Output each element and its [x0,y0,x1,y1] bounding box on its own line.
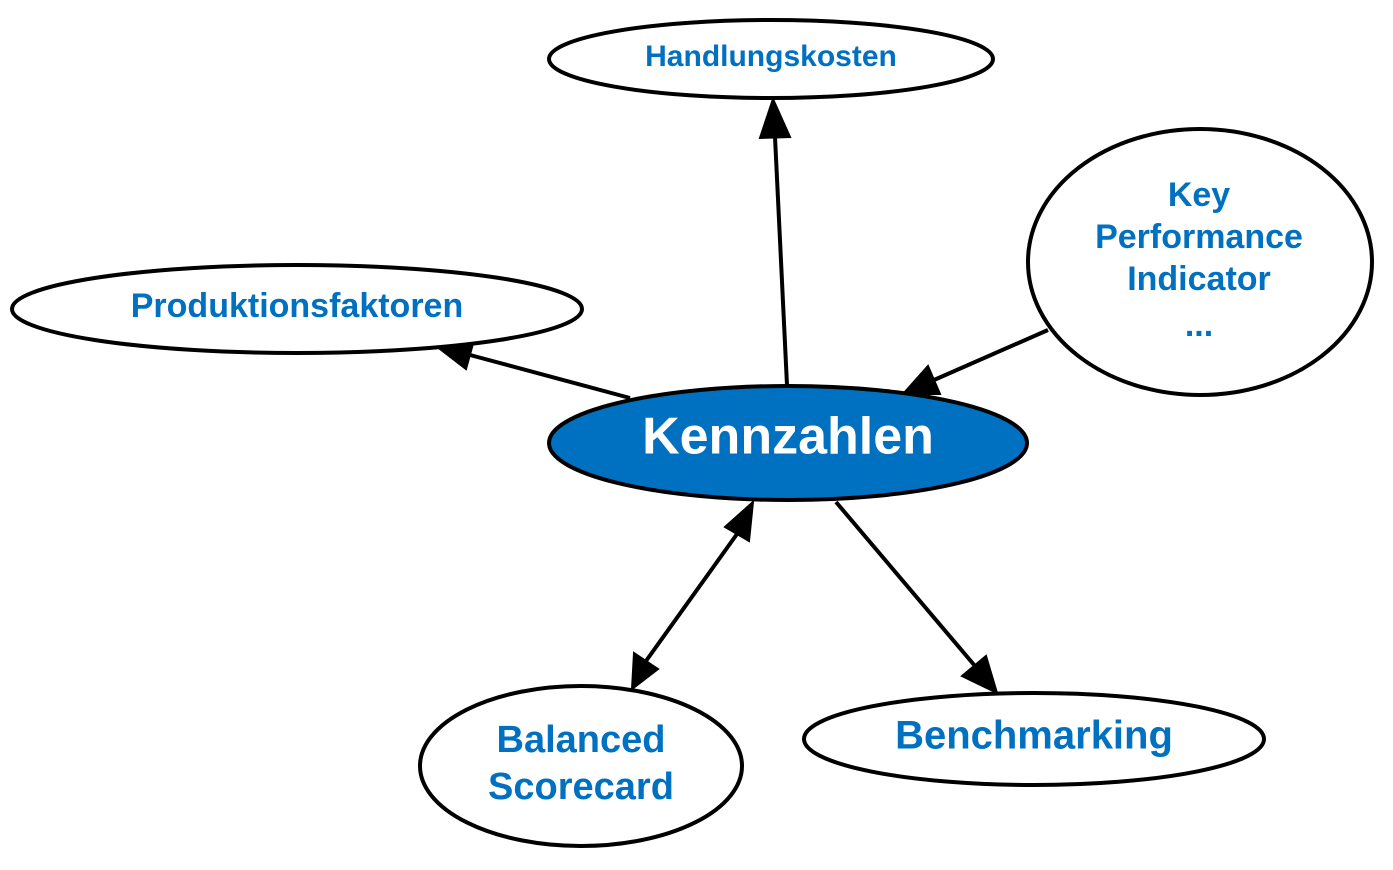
edge-kpi-center [933,328,1049,382]
node-kpi[interactable]: Key Performance Indicator ... [1026,127,1374,397]
node-kpi-line-3: Indicator [1127,260,1271,298]
node-handlungskosten[interactable]: Handlungskosten [547,18,995,100]
node-balanced-scorecard[interactable]: Balanced Scorecard [418,684,744,848]
node-kpi-shape [1026,127,1374,397]
arrowhead-to-benchmarking [960,654,999,695]
node-benchmarking-shape [802,691,1266,787]
arrowhead-to-handlungskosten [758,96,792,140]
node-center-label: Kennzahlen [642,408,934,466]
arrowhead-to-center-from-balanced-scorecard [723,499,755,543]
edge-center-balanced-scorecard [644,532,739,663]
node-handlungskosten-shape [547,18,995,100]
node-kpi-line-1: Key [1168,176,1230,214]
node-kpi-line-2: Performance [1095,218,1303,256]
node-kpi-line-4: ... [1185,306,1213,344]
node-produktionsfaktoren-shape [10,263,584,355]
edge-center-benchmarking [834,500,977,668]
arrowhead-to-balanced-scorecard [630,651,660,692]
node-balanced-scorecard-line-1: Balanced [497,719,666,761]
edge-center-handlungskosten [773,136,789,386]
node-balanced-scorecard-shape [418,684,744,848]
node-produktionsfaktoren[interactable]: Produktionsfaktoren [10,263,584,355]
node-balanced-scorecard-line-2: Scorecard [488,766,674,808]
node-center[interactable]: Kennzahlen [547,384,1029,502]
node-produktionsfaktoren-label: Produktionsfaktoren [131,287,463,325]
edge-center-produktionsfaktoren [469,353,631,400]
arrowhead-to-center-from-kpi [900,364,942,395]
node-benchmarking-label: Benchmarking [895,714,1173,758]
node-handlungskosten-label: Handlungskosten [645,40,897,73]
node-center-shape [547,384,1029,502]
node-benchmarking[interactable]: Benchmarking [802,691,1266,787]
